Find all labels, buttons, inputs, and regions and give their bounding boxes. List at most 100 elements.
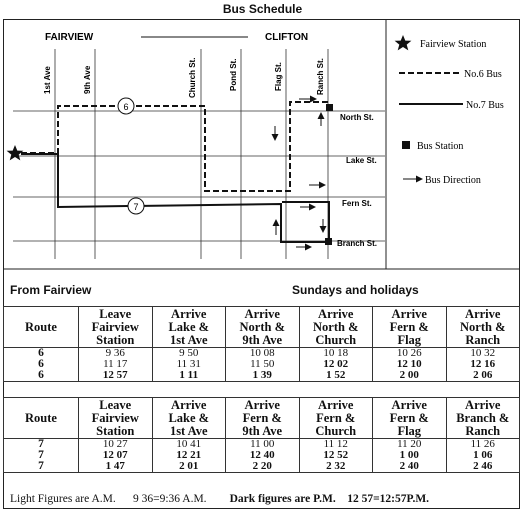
column-header-line: Arrive [391,306,427,321]
route-7-marker-label: 7 [133,202,138,212]
route-6-marker-label: 6 [123,102,128,112]
route-cell: 6 [3,347,79,359]
legend-star-icon [394,35,412,51]
column-header-line: Church [315,332,357,347]
street-label-pond: Pond St. [229,59,238,91]
column-header-line: Lake & [168,319,210,334]
column-header-line: 9th Ave [242,423,283,438]
route-cell: 7 [3,460,79,473]
column-header-line: Route [25,410,57,425]
street-label-1st-ave: 1st Ave [43,66,52,94]
bus-station-branch-ranch [325,238,332,245]
legend-no6-bus: No.6 Bus [464,69,502,80]
street-label-north: North St. [340,113,374,122]
schedule-frame [3,19,520,509]
legend-bus-station: Bus Station [417,141,463,152]
time-cell: 11 26 [445,438,520,450]
street-label-9th-ave: 9th Ave [83,65,92,94]
column-header-line: Church [315,423,357,438]
legend-footer: Light Figures are A.M. 9 36=9:36 A.M. Da… [10,493,429,505]
route-7-path [21,153,330,243]
street-label-lake: Lake St. [346,156,377,165]
time-cell: 1 47 [78,461,153,473]
column-header-line: Branch & [456,410,510,425]
street-label-branch: Branch St. [337,239,377,248]
street-label-ranch: Ranch St. [316,58,325,95]
route-7-marker [127,197,145,215]
footer-light-note: Light Figures are A.M. [10,493,116,505]
column-header-line: North & [239,319,285,334]
fairview-station-star-icon [6,145,24,161]
legend-bus-station-icon [402,141,410,149]
time-cell: 2 46 [445,461,520,473]
column-header-line: Arrive [318,397,354,412]
route-cell: 6 [3,358,79,370]
column-header: Route [3,397,79,439]
column-header-line: Fern & [389,319,429,334]
route-cell: 7 [3,449,79,461]
column-header-line: Arrive [171,306,207,321]
time-cell: 1 52 [298,370,373,382]
page-title: Bus Schedule [222,2,303,16]
column-header-line: Ranch [465,332,501,347]
column-header-line: Lake & [168,410,210,425]
column-header-line: Arrive [171,397,207,412]
legend-bus-direction: Bus Direction [425,175,481,186]
column-header-line: Arrive [465,306,501,321]
column-header-line: Ranch [465,423,501,438]
column-header-line: Arrive [465,397,501,412]
street-label-church: Church St. [188,58,197,98]
time-cell: 2 00 [372,370,447,382]
time-cell: 2 06 [445,370,520,382]
area-label-fairview: FAIRVIEW [45,32,94,43]
footer-light-example: 9 36=9:36 A.M. [132,493,207,505]
column-header-line: Arrive [244,306,280,321]
column-header-line: Fairview [91,319,139,334]
time-cell: 2 01 [151,461,226,473]
sundays-heading: Sundays and holidays [292,283,419,297]
route-map: FAIRVIEW CLIFTON 1st Ave 9th Ave Church … [3,19,520,270]
legend-fairview-station: Fairview Station [420,39,486,50]
time-cell: 1 39 [225,370,300,382]
column-header-line: Station [96,423,135,438]
column-header-line: 1st Ave [169,332,208,347]
route-cell: 6 [3,369,79,382]
time-cell: 2 32 [298,461,373,473]
column-header-line: Leave [99,306,132,321]
street-label-flag: Flag St. [274,62,283,91]
bus-station-north-ranch [326,104,333,111]
time-cell: 12 57 [78,370,153,382]
street-label-fern: Fern St. [342,199,372,208]
column-header-line: North & [313,319,359,334]
column-header: Route [3,306,79,348]
column-header-line: Fern & [316,410,356,425]
column-header-line: Arrive [318,306,354,321]
route-cell: 7 [3,438,79,450]
column-header-line: Arrive [244,397,280,412]
column-header-line: Arrive [391,397,427,412]
time-cell: 2 40 [372,461,447,473]
column-header-line: Fern & [242,410,282,425]
column-header-line: Flag [397,423,422,438]
area-label-clifton: CLIFTON [265,32,308,43]
route-6-path [21,101,330,192]
column-header-line: Leave [99,397,132,412]
column-header-line: North & [460,319,506,334]
time-cell: 2 20 [225,461,300,473]
